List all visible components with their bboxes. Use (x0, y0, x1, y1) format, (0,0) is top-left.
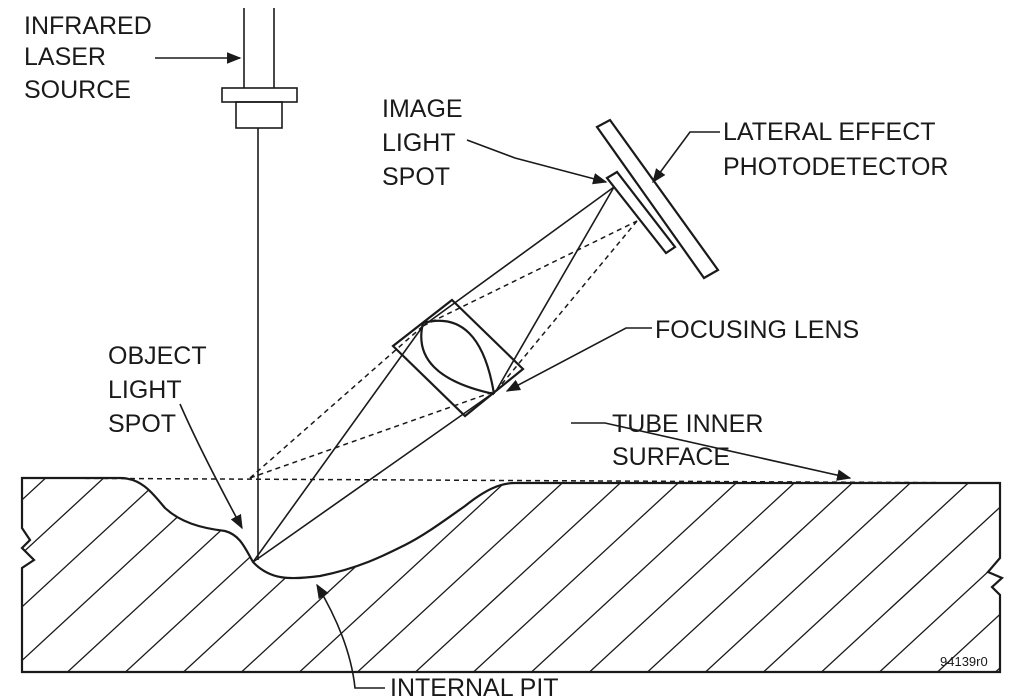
hatch-line (395, 478, 657, 672)
hatch-line (743, 478, 1002, 672)
label-tube-inner-surface: TUBE INNER SURFACE (612, 410, 763, 471)
hatch-line (685, 478, 947, 672)
tube-wall (0, 450, 1005, 690)
hatch-line (511, 478, 773, 672)
tube-outline (20, 476, 1005, 674)
hatch-line (627, 478, 889, 672)
label-lateral-effect-photodetector: LATERAL EFFECT PHOTODETECTOR (723, 118, 949, 181)
svg-text:LATERAL EFFECT: LATERAL EFFECT (723, 118, 936, 146)
nominal-surface-line (21, 477, 1001, 484)
label-image-light-spot: IMAGE LIGHT SPOT (382, 95, 463, 191)
hatch-line (569, 478, 831, 672)
figure-code: 94139r0 (940, 654, 988, 669)
svg-text:SOURCE: SOURCE (24, 76, 131, 104)
svg-text:SPOT: SPOT (108, 410, 176, 438)
photodetector (595, 118, 720, 280)
svg-text:SPOT: SPOT (382, 163, 450, 191)
svg-text:OBJECT: OBJECT (108, 342, 207, 370)
svg-text:PHOTODETECTOR: PHOTODETECTOR (723, 153, 949, 181)
hatch-line (337, 478, 599, 672)
svg-text:LIGHT: LIGHT (382, 129, 456, 157)
hatch-line (22, 478, 135, 672)
svg-text:INFRARED: INFRARED (24, 12, 152, 40)
hatch-line (22, 478, 77, 672)
focusing-lens (391, 298, 525, 418)
svg-text:SURFACE: SURFACE (612, 443, 730, 471)
leader-lines (155, 52, 852, 689)
hatch-line (453, 478, 715, 672)
hatch-line (163, 478, 425, 672)
svg-text:TUBE INNER: TUBE INNER (612, 410, 763, 438)
hatch-line (801, 478, 1002, 672)
label-object-light-spot: OBJECT LIGHT SPOT (108, 342, 207, 438)
svg-text:LASER: LASER (24, 43, 106, 71)
tube-hatching (0, 450, 1002, 690)
hatch-line (47, 478, 309, 672)
hatch-line (279, 478, 541, 672)
svg-text:IMAGE: IMAGE (382, 95, 463, 123)
hatch-line (0, 450, 18, 690)
label-focusing-lens: FOCUSING LENS (655, 316, 859, 344)
label-infrared-laser-source: INFRARED LASER SOURCE (24, 12, 152, 104)
laser-source (221, 8, 298, 560)
svg-text:LIGHT: LIGHT (108, 376, 182, 404)
label-internal-pit: INTERNAL PIT (390, 674, 559, 698)
hatch-line (917, 478, 1002, 672)
